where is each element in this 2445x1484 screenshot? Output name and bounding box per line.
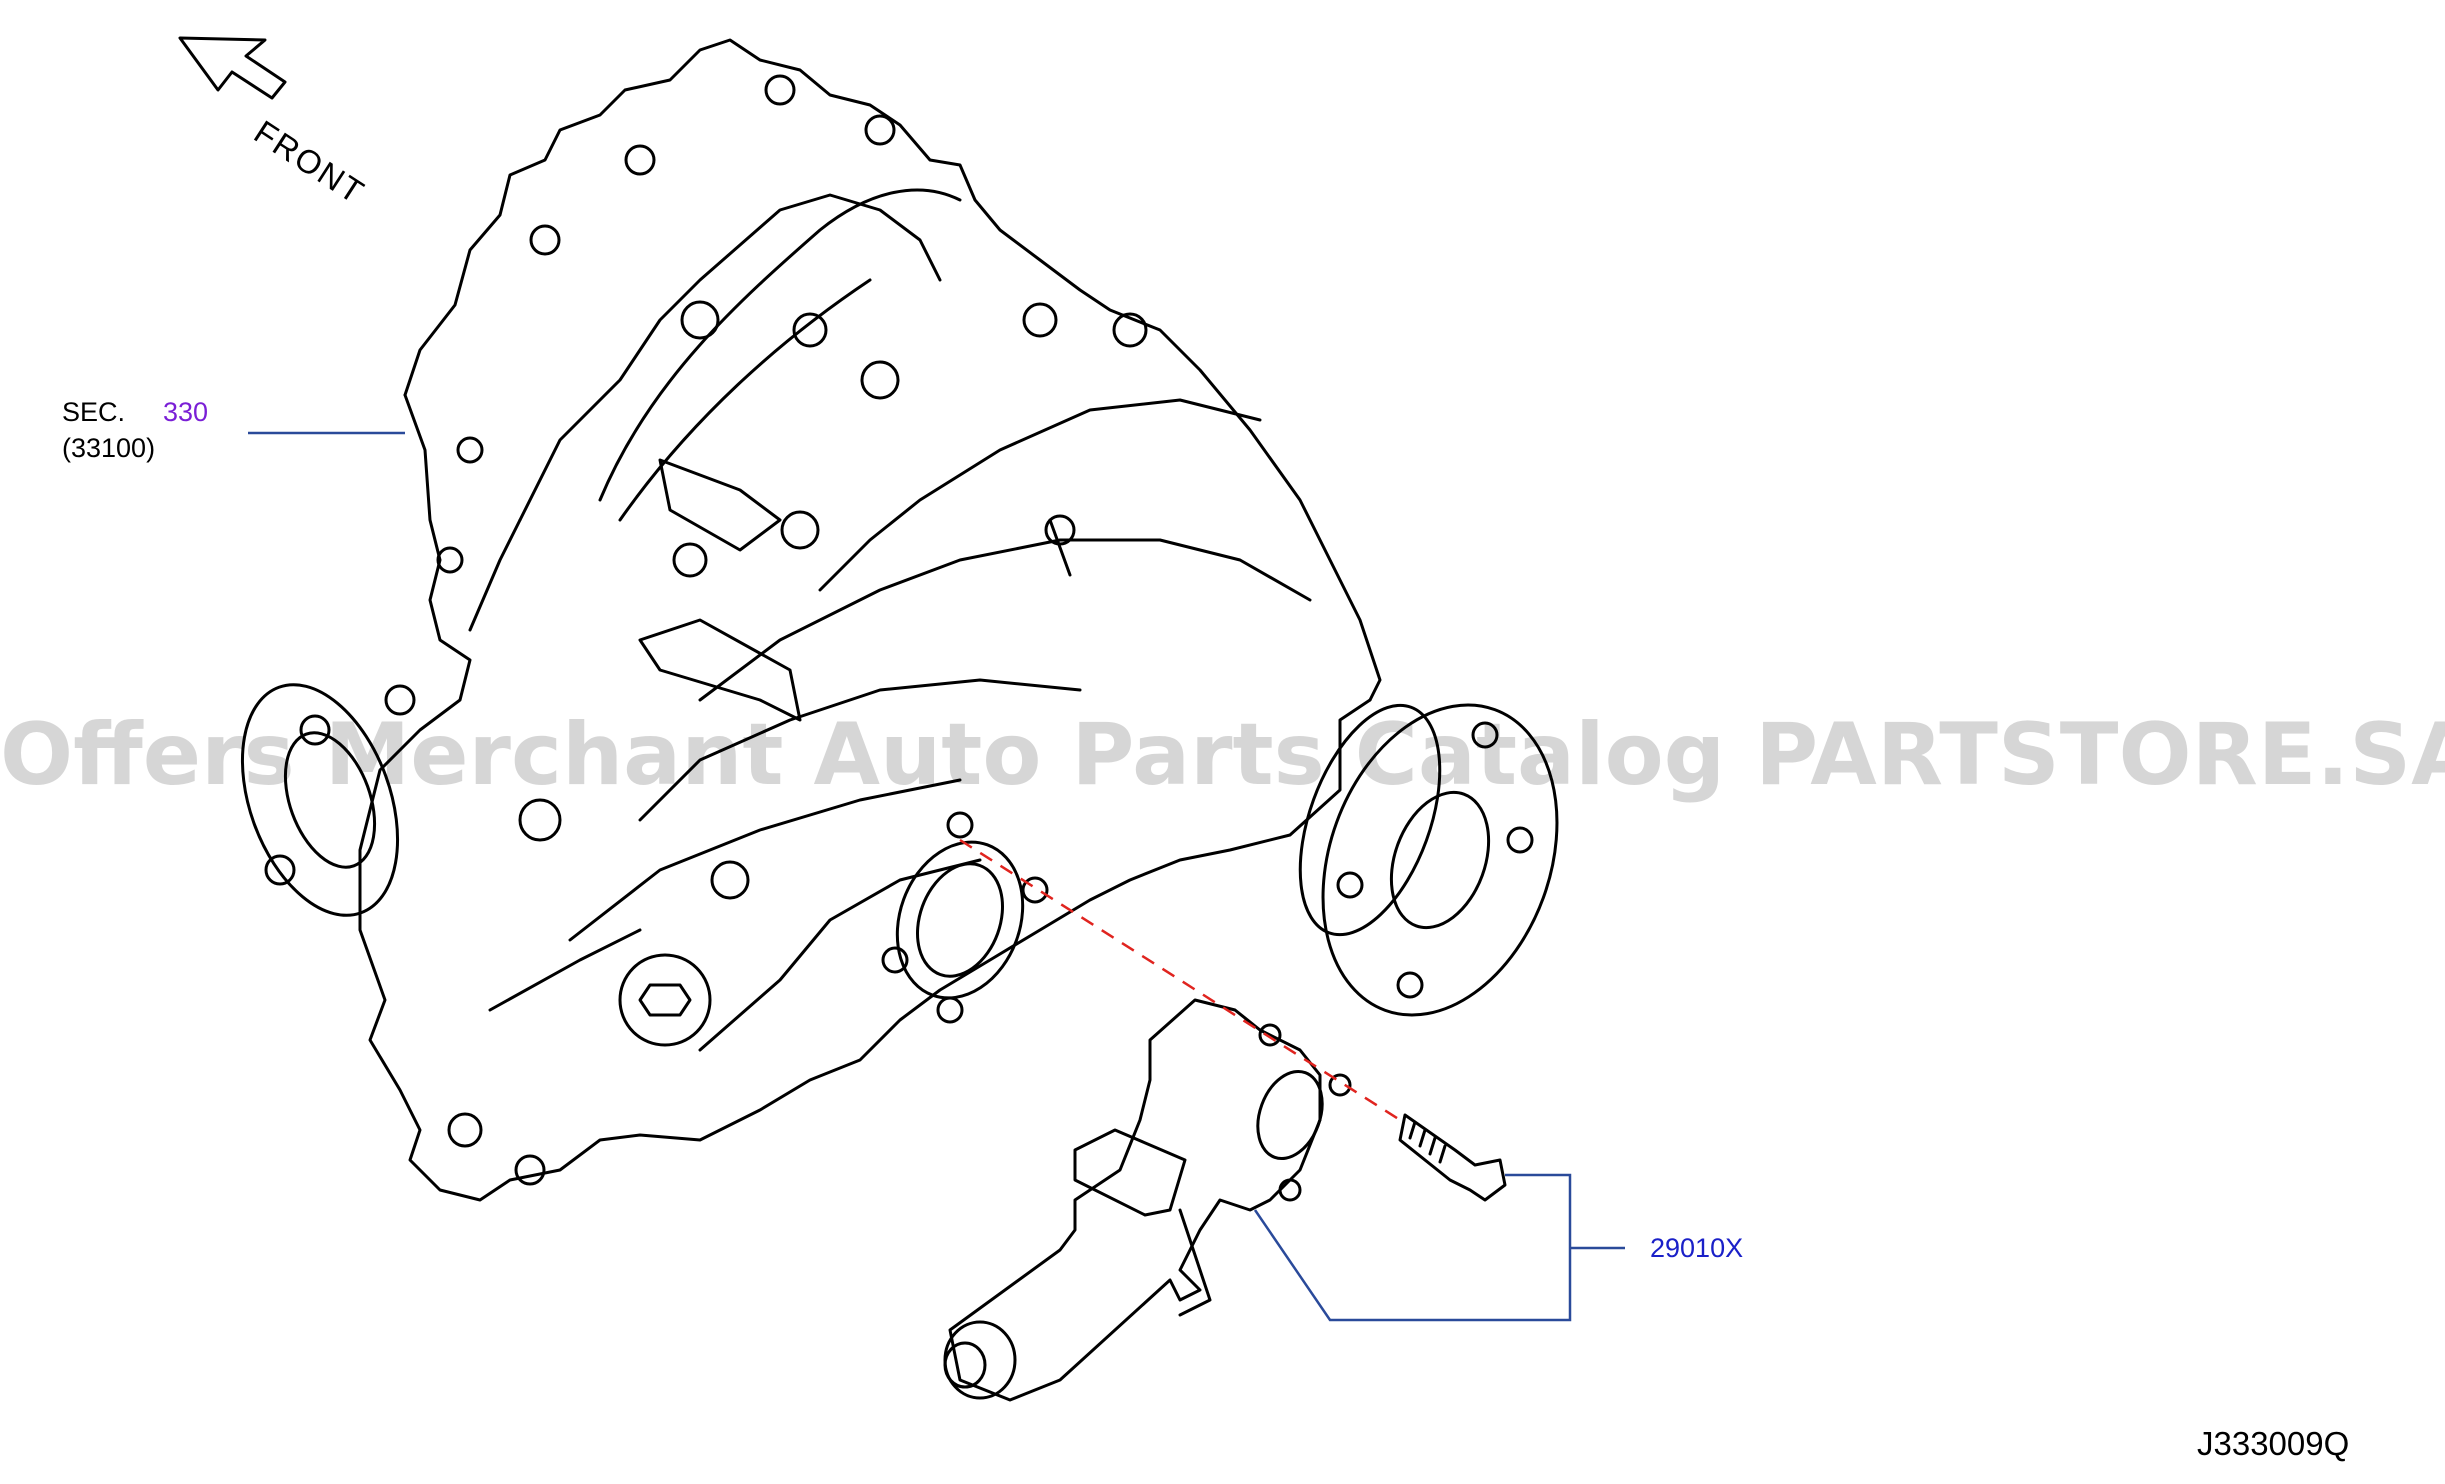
watermark: Offers Merchant Auto Parts Catalog PARTS… — [0, 705, 2445, 805]
transfer-actuator-motor — [943, 998, 1352, 1402]
part-leader-line — [1253, 1173, 1572, 1322]
part-number-link[interactable]: 29010X — [1650, 1233, 1744, 1263]
transfer-case-housing — [358, 38, 1382, 1202]
sec-label: SEC. — [62, 397, 126, 427]
drain-plug — [618, 953, 712, 1047]
arrow-up-left-icon — [178, 36, 287, 100]
right-output-flange — [1298, 703, 1559, 1017]
alignment-dash-line — [959, 838, 1401, 1122]
actuator-mount-boss — [881, 811, 1049, 1024]
left-output-flange — [240, 683, 416, 917]
sec-sub-number: (33100) — [62, 433, 156, 463]
actuator-bolt — [1398, 1113, 1507, 1202]
diagram-code: J333009Q — [2197, 1425, 2350, 1462]
sec-number-link[interactable]: 330 — [163, 397, 209, 427]
